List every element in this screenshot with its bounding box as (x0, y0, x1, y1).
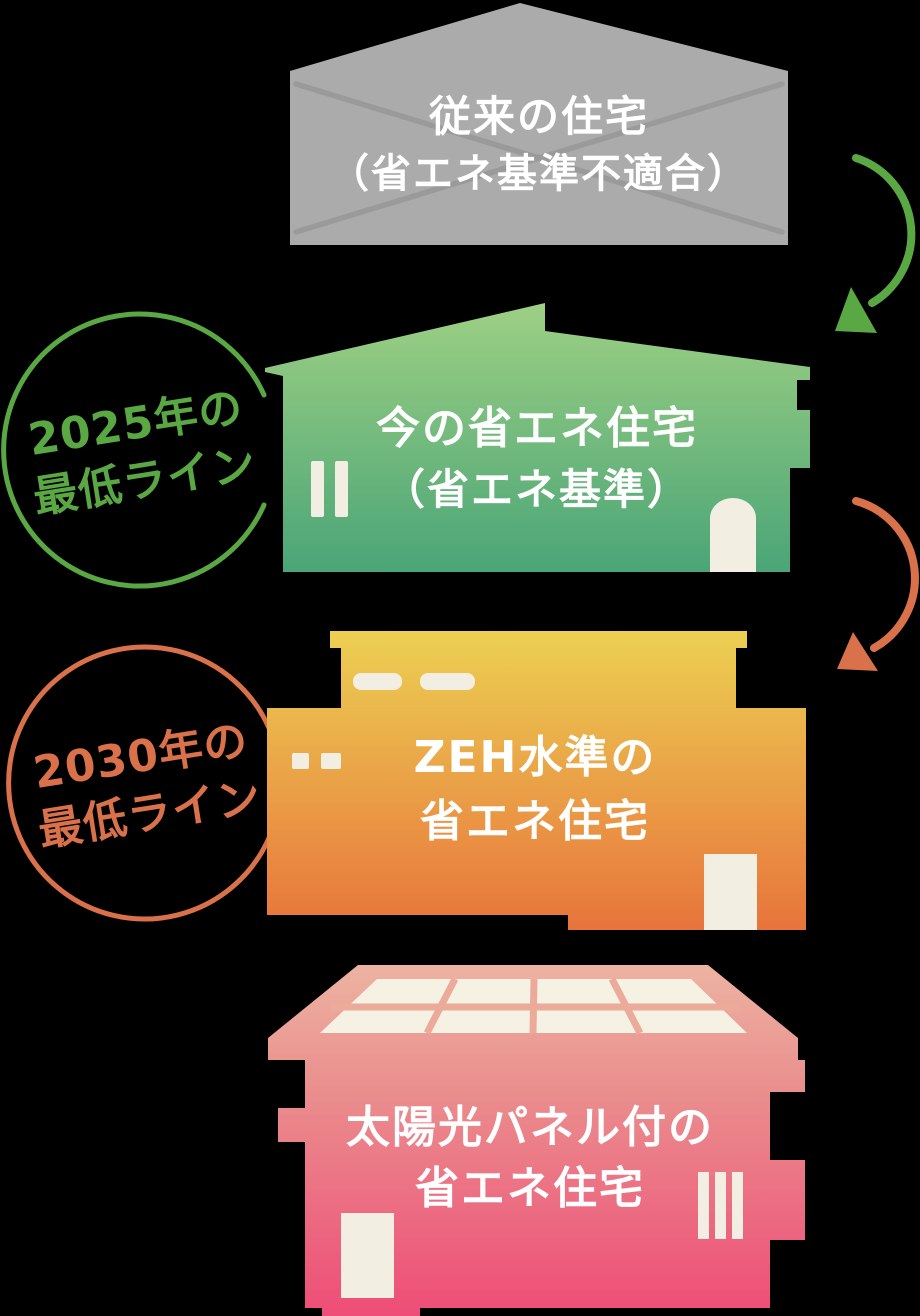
current-house-label-line2: （省エネ基準） (383, 465, 691, 514)
solar-panel-energy-saving-house: 太陽光パネル付の 省エネ住宅 (268, 965, 805, 1316)
annotation-circle-outline (6, 644, 272, 922)
arrow-head-icon (835, 287, 877, 333)
conventional-house-label-line1: 従来の住宅 (428, 92, 649, 141)
window (698, 1172, 743, 1239)
2030-minimum-line-annotation: 2030年の 最低ライン (6, 644, 272, 922)
arrow-arc (852, 154, 916, 307)
current-house-label-line1: 今の省エネ住宅 (376, 403, 698, 454)
window (335, 461, 348, 517)
conventional-house-shape (290, 3, 788, 245)
door (704, 854, 757, 930)
cross-out-icon (293, 81, 785, 235)
solar-house-shape (278, 1060, 805, 1316)
solar-panel-grid (330, 977, 740, 1035)
solar-house-label-line1: 太陽光パネル付の (346, 1102, 714, 1153)
window (420, 673, 475, 690)
zeh-house-label-line2: 省エネ住宅 (420, 796, 650, 847)
door (710, 498, 756, 572)
window (292, 753, 309, 769)
zeh-house-label-line1: ZEH水準の (414, 732, 657, 783)
solar-house-label-line2: 省エネ住宅 (415, 1163, 645, 1214)
window (321, 753, 341, 769)
arrow-arc (852, 497, 919, 652)
zeh-house-shape (267, 631, 806, 930)
arrow-current-to-zeh (837, 497, 919, 671)
annotation-circle-outline (1, 311, 267, 589)
window (353, 673, 402, 690)
current-house-shape (265, 303, 810, 572)
conventional-house: 従来の住宅 （省エネ基準不適合） (290, 3, 788, 245)
current-energy-saving-house: 今の省エネ住宅 （省エネ基準） (265, 303, 810, 572)
conventional-house-label-line2: （省エネ基準不適合） (329, 151, 749, 197)
window (311, 461, 324, 517)
arrow-conventional-to-current (835, 154, 916, 333)
2025-minimum-line-annotation: 2025年の 最低ライン (1, 311, 267, 589)
door (341, 1213, 394, 1298)
zeh-level-energy-saving-house: ZEH水準の 省エネ住宅 (267, 631, 806, 930)
arrow-head-icon (837, 632, 878, 671)
